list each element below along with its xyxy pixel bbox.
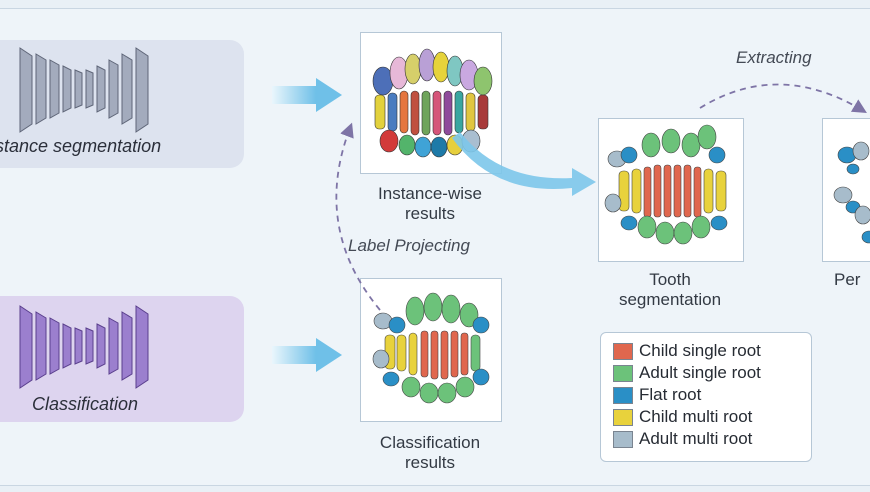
legend-label: Child single root [639, 341, 761, 360]
extracting-arrow [699, 83, 867, 113]
instance-caption-line2: results [404, 204, 456, 223]
tooth-segmentation-image [598, 118, 744, 262]
legend: Child single root Adult single root Flat… [600, 332, 812, 462]
legend-item: Child multi root [613, 407, 752, 427]
per-tooth-illustration [833, 141, 870, 244]
extracting-label: Extracting [736, 48, 812, 67]
instance-to-tooth-arrow [452, 132, 596, 196]
per-tooth-caption: Per [834, 270, 870, 290]
segmentation-network-icon [19, 47, 149, 133]
legend-label: Adult multi root [639, 429, 753, 448]
classification-label: Classification [32, 394, 139, 414]
legend-item: Adult multi root [613, 429, 752, 449]
per-caption-line1: Per [834, 270, 861, 289]
legend-swatch-adult-multi-root [613, 430, 633, 448]
seg-to-instance-arrow [272, 78, 342, 112]
classification-results-caption: Classification results [348, 433, 512, 473]
tooth-caption-line1: Tooth [649, 270, 691, 289]
tooth-caption-line2: segmentation [618, 290, 722, 309]
legend-item: Flat root [613, 385, 701, 405]
legend-swatch-flat-root [613, 386, 633, 404]
legend-item: Adult single root [613, 363, 761, 383]
cls-to-classification-arrow [272, 338, 342, 372]
tooth-segmentation-illustration [604, 124, 728, 245]
label-projecting-arrow [335, 122, 381, 311]
legend-swatch-child-multi-root [613, 408, 633, 426]
instance-segmentation-panel: Instance segmentation [0, 40, 244, 168]
instance-segmentation-label: Instance segmentation [0, 136, 162, 156]
label-projecting-label: Label Projecting [348, 236, 470, 255]
legend-label: Child multi root [639, 407, 753, 426]
class-caption-line2: results [404, 453, 456, 472]
instance-caption-line1: Instance-wise [378, 184, 482, 203]
classification-results-image [360, 278, 502, 422]
tooth-segmentation-caption: Tooth segmentation [590, 270, 750, 310]
legend-swatch-child-single-root [613, 342, 633, 360]
legend-label: Adult single root [639, 363, 761, 382]
legend-label: Flat root [639, 385, 702, 404]
per-tooth-results-image [822, 118, 870, 262]
classification-teeth-illustration [372, 292, 490, 404]
instance-wise-caption: Instance-wise results [348, 184, 512, 224]
class-caption-line1: Classification [379, 433, 481, 452]
legend-item: Child single root [613, 341, 761, 361]
classification-network-icon [19, 305, 149, 389]
legend-swatch-adult-single-root [613, 364, 633, 382]
classification-panel: Classification [0, 296, 244, 422]
